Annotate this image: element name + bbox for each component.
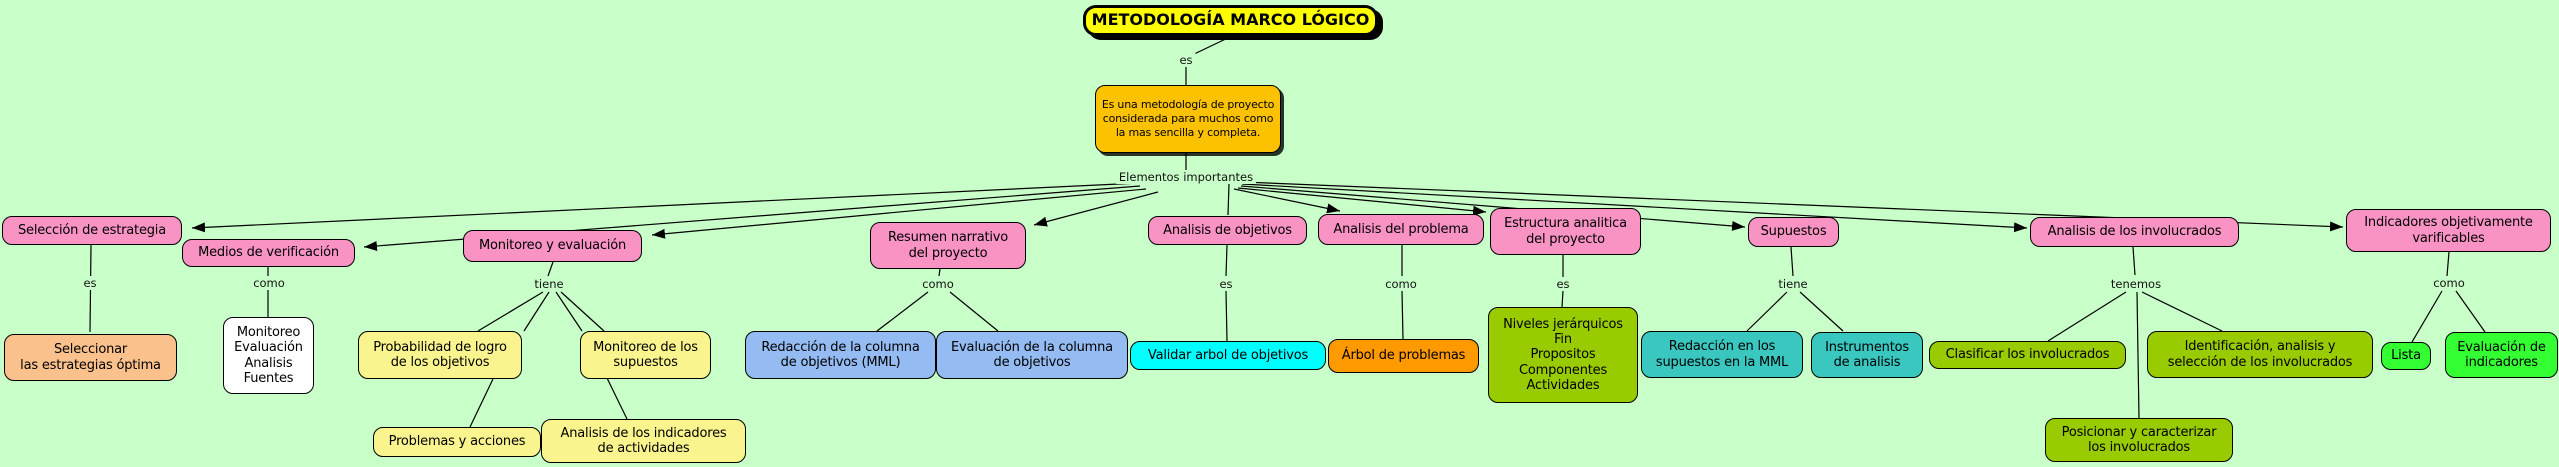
- node-analisis-de-objetivos[interactable]: Analisis de objetivos: [1148, 216, 1307, 245]
- node-evaluacion-columna-objetivos[interactable]: Evaluación de la columna de objetivos: [936, 331, 1128, 379]
- node-probabilidad-de-logro[interactable]: Probabilidad de logro de los objetivos: [358, 331, 522, 379]
- link-label-como-medios: como: [250, 276, 288, 290]
- node-analisis-del-problema[interactable]: Analisis del problema: [1318, 214, 1484, 245]
- node-arbol-de-problemas[interactable]: Árbol de problemas: [1328, 339, 1479, 373]
- node-indicadores-objetivamente-varificables[interactable]: Indicadores objetivamente varificables: [2346, 209, 2551, 252]
- link-label-tiene-supuestos: tiene: [1775, 277, 1811, 291]
- node-seleccionar-estrategias-optima[interactable]: Seleccionar las estrategias óptima: [4, 334, 177, 381]
- link-label-es-objetivos: es: [1216, 277, 1236, 291]
- node-evaluacion-de-indicadores[interactable]: Evaluación de indicadores: [2445, 332, 2558, 378]
- node-problemas-y-acciones[interactable]: Problemas y acciones: [373, 427, 541, 457]
- link-label-como-indicadores: como: [2430, 276, 2468, 290]
- node-medios-de-verificacion[interactable]: Medios de verificación: [182, 239, 355, 267]
- node-supuestos[interactable]: Supuestos: [1748, 217, 1839, 247]
- node-seleccion-de-estrategia[interactable]: Selección de estrategia: [2, 216, 182, 245]
- node-resumen-narrativo[interactable]: Resumen narrativo del proyecto: [870, 222, 1026, 269]
- node-monitoreo-evaluacion-analisis-fuentes[interactable]: Monitoreo Evaluación Analisis Fuentes: [223, 317, 314, 394]
- node-redaccion-supuestos-mml[interactable]: Redacción en los supuestos en la MML: [1641, 331, 1803, 378]
- node-clasificar-los-involucrados[interactable]: Clasificar los involucrados: [1929, 341, 2126, 369]
- link-label-como-problema: como: [1382, 277, 1420, 291]
- link-label-tiene-monitoreo: tiene: [531, 277, 567, 291]
- node-posicionar-y-caracterizar[interactable]: Posicionar y caracterizar los involucrad…: [2045, 418, 2233, 462]
- node-definition[interactable]: Es una metodología de proyecto considera…: [1095, 85, 1281, 153]
- node-monitoreo-y-evaluacion[interactable]: Monitoreo y evaluación: [463, 230, 642, 262]
- link-label-tenemos-involucrados: tenemos: [2107, 277, 2165, 291]
- node-identificacion-analisis-seleccion[interactable]: Identificación, analisis y selección de …: [2147, 331, 2373, 378]
- link-label-es-estructura: es: [1553, 277, 1573, 291]
- node-validar-arbol-objetivos[interactable]: Validar arbol de objetivos: [1130, 341, 1326, 370]
- node-monitoreo-de-los-supuestos[interactable]: Monitoreo de los supuestos: [580, 331, 711, 379]
- node-instrumentos-de-analisis[interactable]: Instrumentos de analisis: [1811, 332, 1923, 378]
- node-metodologia-marco-logico[interactable]: METODOLOGÍA MARCO LÓGICO: [1083, 5, 1378, 36]
- node-lista[interactable]: Lista: [2381, 342, 2431, 370]
- node-estructura-analitica[interactable]: Estructura analitica del proyecto: [1490, 208, 1641, 255]
- link-label-es-root: es: [1176, 53, 1196, 67]
- link-label-elementos: Elementos importantes: [1115, 170, 1257, 184]
- link-label-como-resumen: como: [919, 277, 957, 291]
- node-niveles-jerarquicos[interactable]: Niveles jerárquicos Fin Propositos Compo…: [1488, 307, 1638, 403]
- node-analisis-indicadores-actividades[interactable]: Analisis de los indicadores de actividad…: [541, 419, 746, 463]
- node-analisis-de-los-involucrados[interactable]: Analisis de los involucrados: [2030, 217, 2239, 247]
- node-redaccion-columna-objetivos[interactable]: Redacción de la columna de objetivos (MM…: [745, 331, 936, 379]
- link-label-es-seleccion: es: [80, 276, 100, 290]
